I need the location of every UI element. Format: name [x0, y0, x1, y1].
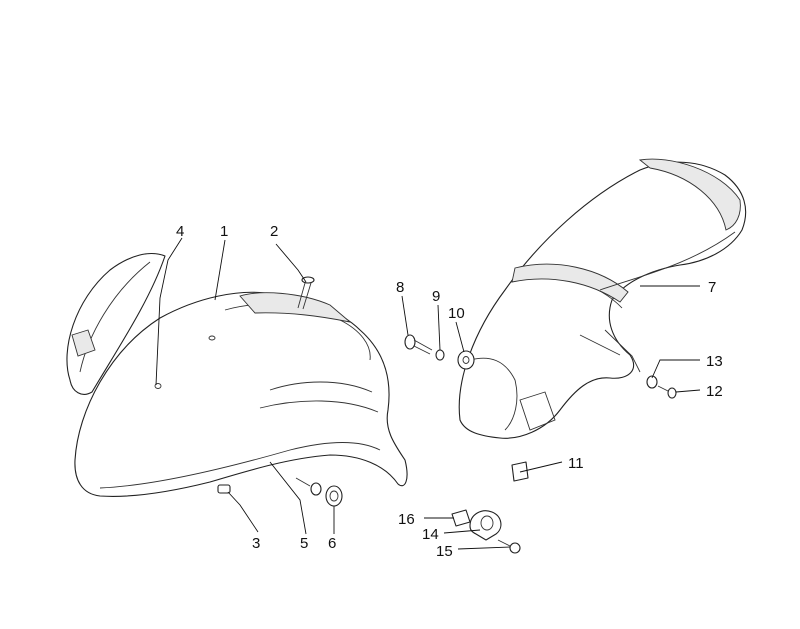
- part-2-screw: [297, 276, 315, 310]
- leader-lines: [155, 237, 701, 550]
- part-12-screw: [657, 385, 677, 399]
- callout-10: 10: [448, 305, 465, 322]
- callout-labels: 1 2 3 4 5 6 7 8 9 10 11 12 13 14 15 16: [176, 223, 723, 560]
- callout-14: 14: [422, 526, 439, 543]
- callout-15: 15: [436, 543, 453, 560]
- callout-5: 5: [300, 535, 308, 552]
- callout-6: 6: [328, 535, 336, 552]
- part-7-rear-mudguard: [458, 158, 747, 439]
- part-11-bracket: [511, 461, 529, 482]
- callout-3: 3: [252, 535, 260, 552]
- callout-4: 4: [176, 223, 184, 240]
- part-16-clip: [451, 509, 471, 527]
- part-6-grommet: [325, 485, 343, 507]
- callout-12: 12: [706, 383, 723, 400]
- part-13-washer: [646, 375, 658, 389]
- part-14-clamp: [469, 510, 502, 541]
- callout-2: 2: [270, 223, 278, 240]
- part-9-washer: [435, 349, 445, 361]
- part-15-screw: [497, 539, 521, 554]
- part-5-screw: [295, 477, 322, 496]
- callout-8: 8: [396, 279, 404, 296]
- callout-1: 1: [220, 223, 228, 240]
- callout-11: 11: [568, 455, 584, 472]
- part-4-reflector: [66, 252, 166, 395]
- callout-16: 16: [398, 511, 415, 528]
- callout-9: 9: [432, 288, 440, 305]
- callout-13: 13: [706, 353, 723, 370]
- part-10-nut: [457, 350, 475, 370]
- part-8-bolt: [404, 334, 433, 355]
- callout-7: 7: [708, 279, 716, 296]
- part-3-clip: [217, 484, 231, 494]
